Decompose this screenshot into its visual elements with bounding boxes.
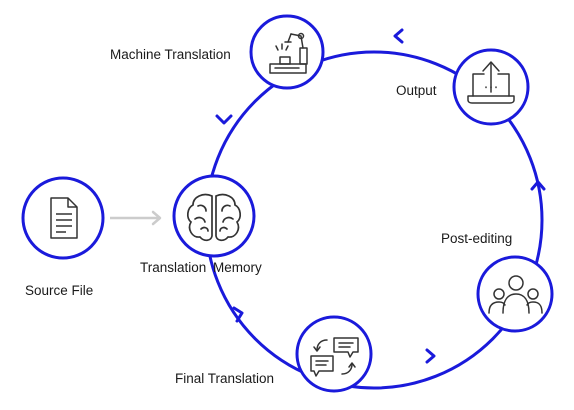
flow-arrow-bottom (425, 348, 436, 364)
post-editing-label: Post-editing (441, 231, 513, 246)
robot-arm-icon (269, 32, 308, 74)
document-icon (50, 197, 78, 239)
flow-arrow-bottom-left (232, 306, 244, 323)
chat-exchange-icon (310, 337, 359, 377)
laptop-upload-icon (467, 61, 515, 104)
machine-translation-label: Machine Translation (110, 47, 231, 62)
output-node (452, 48, 530, 126)
flow-arrow-right (530, 180, 546, 191)
source-connector-arrowhead (151, 210, 162, 226)
machine-translation-node (249, 14, 325, 90)
translation-memory-node (172, 174, 256, 258)
brain-icon (187, 193, 241, 242)
source-file-label: Source File (25, 283, 94, 298)
translation-memory-label: Translation Memory (140, 260, 262, 275)
final-translation-label: Final Translation (175, 371, 275, 386)
final-translation-node (295, 315, 373, 393)
people-group-icon (488, 275, 543, 314)
post-editing-node (476, 255, 554, 333)
flow-arrow-left (215, 114, 233, 125)
output-label: Output (396, 83, 437, 98)
source-file-node (21, 176, 105, 260)
flow-arrow-top (393, 28, 404, 44)
